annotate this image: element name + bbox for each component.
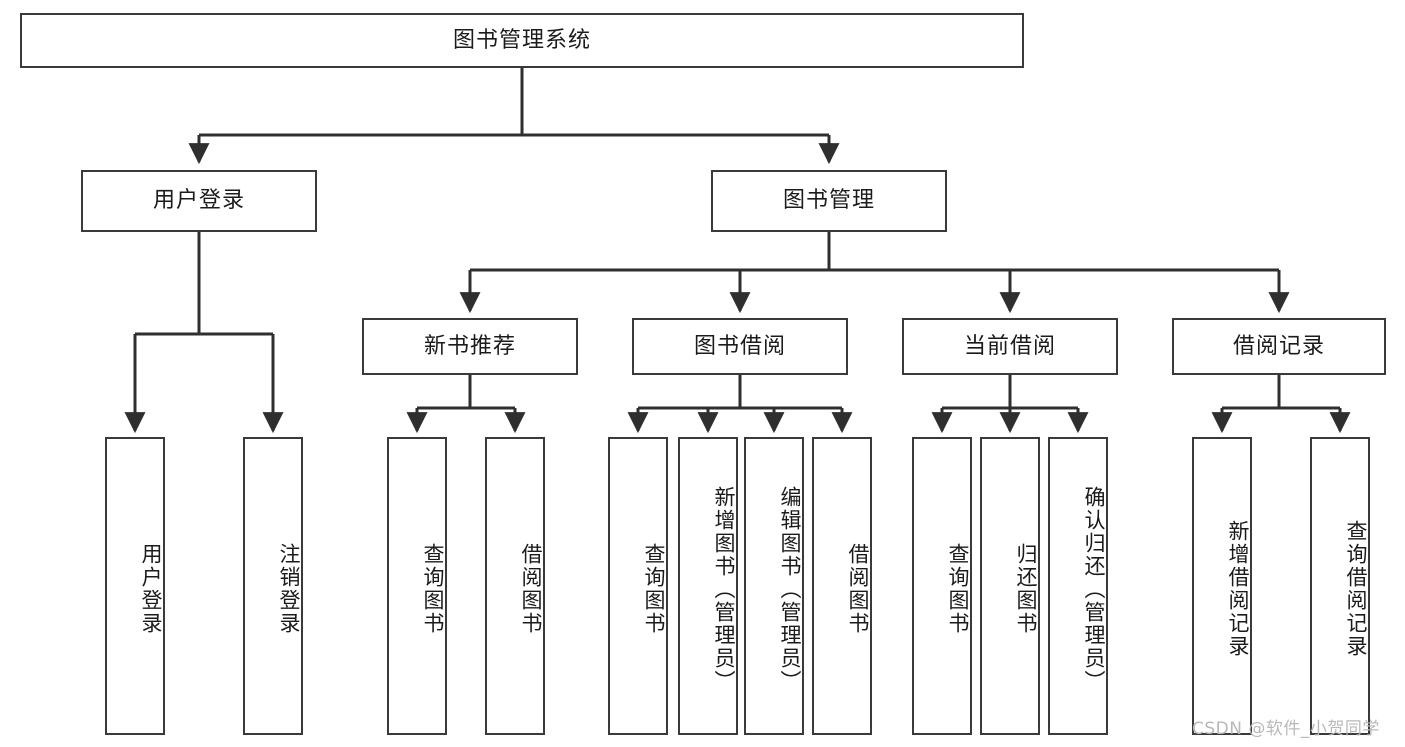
leaf-edit-book-label: 编辑图书（管理员）	[778, 485, 802, 693]
node-root[interactable]: 图书管理系统	[20, 13, 1024, 68]
leaf-add-book-label: 新增图书（管理员）	[712, 485, 736, 693]
leaf-query-book-1-label: 查询图书	[421, 543, 445, 635]
node-user-login-label: 用户登录	[152, 188, 245, 214]
leaf-user-login-label: 用户登录	[139, 543, 163, 635]
leaf-add-record[interactable]: 新增借阅记录	[1192, 437, 1252, 735]
leaf-borrow-book-2-label: 借阅图书	[846, 543, 870, 635]
node-new-book-recommend-label: 新书推荐	[423, 333, 516, 359]
node-current-borrow-label: 当前借阅	[963, 333, 1056, 359]
leaf-user-login[interactable]: 用户登录	[105, 437, 165, 735]
node-new-book-recommend[interactable]: 新书推荐	[362, 318, 578, 375]
leaf-query-book-3-label: 查询图书	[946, 543, 970, 635]
node-root-label: 图书管理系统	[452, 27, 591, 53]
leaf-borrow-book-1[interactable]: 借阅图书	[485, 437, 545, 735]
node-current-borrow[interactable]: 当前借阅	[902, 318, 1118, 375]
node-book-manage[interactable]: 图书管理	[711, 170, 947, 232]
leaf-query-book-3[interactable]: 查询图书	[912, 437, 972, 735]
node-book-borrow-label: 图书借阅	[693, 333, 786, 359]
leaf-logout[interactable]: 注销登录	[243, 437, 303, 735]
node-book-manage-label: 图书管理	[782, 188, 875, 214]
leaf-confirm-return[interactable]: 确认归还（管理员）	[1048, 437, 1108, 735]
leaf-borrow-book-2[interactable]: 借阅图书	[812, 437, 872, 735]
leaf-edit-book[interactable]: 编辑图书（管理员）	[744, 437, 804, 735]
leaf-query-book-2-label: 查询图书	[642, 543, 666, 635]
leaf-add-record-label: 新增借阅记录	[1226, 520, 1250, 658]
leaf-return-book[interactable]: 归还图书	[980, 437, 1040, 735]
node-user-login[interactable]: 用户登录	[81, 170, 317, 232]
leaf-query-record-label: 查询借阅记录	[1344, 520, 1368, 658]
leaf-logout-label: 注销登录	[277, 543, 301, 635]
leaf-return-book-label: 归还图书	[1014, 543, 1038, 635]
leaf-add-book[interactable]: 新增图书（管理员）	[678, 437, 738, 735]
node-borrow-record[interactable]: 借阅记录	[1172, 318, 1386, 375]
node-borrow-record-label: 借阅记录	[1232, 333, 1325, 359]
leaf-confirm-return-label: 确认归还（管理员）	[1082, 485, 1106, 693]
leaf-query-record[interactable]: 查询借阅记录	[1310, 437, 1370, 735]
node-book-borrow[interactable]: 图书借阅	[632, 318, 848, 375]
leaf-query-book-2[interactable]: 查询图书	[608, 437, 668, 735]
leaf-borrow-book-1-label: 借阅图书	[519, 543, 543, 635]
leaf-query-book-1[interactable]: 查询图书	[387, 437, 447, 735]
